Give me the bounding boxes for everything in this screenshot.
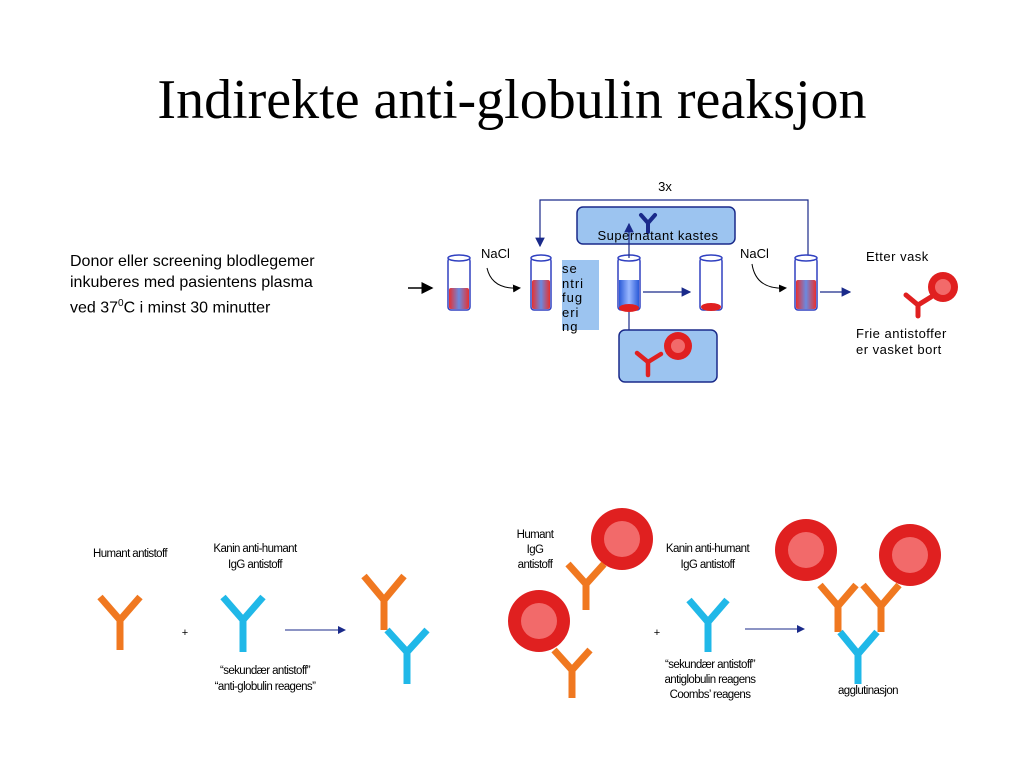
rabbit-antibody-line-2: IgG antistoff xyxy=(680,559,736,571)
centrifugation-panel xyxy=(562,260,599,330)
coombs-reagent-label: “sekundær antistoff” antiglobulin reagen… xyxy=(640,658,780,703)
free-antibodies-line-2: er vasket bort xyxy=(856,342,942,357)
coombs-line-2: antiglobulin reagens xyxy=(664,674,757,686)
antibody-icon xyxy=(639,213,657,234)
human-antibody-icon xyxy=(97,594,143,650)
coombs-line-1: “sekundær antistoff” xyxy=(664,659,756,671)
sensitized-red-cell-icon xyxy=(508,590,593,698)
rabbit-antibody-icon xyxy=(686,597,730,652)
human-igg-line-3: antistoff xyxy=(517,559,553,571)
agglutination-label: agglutinasjon xyxy=(838,685,899,697)
rabbit-antibody-label-2: Kanin anti-humant IgG antistoff xyxy=(645,541,770,573)
test-tube-5 xyxy=(794,254,818,311)
rabbit-antibody-label: Kanin anti-humant IgG antistoff xyxy=(190,541,320,573)
repeat-loop-arrow xyxy=(535,199,809,260)
centrifugation-label: se ntri fug eri ng xyxy=(562,261,598,335)
repeat-label: 3x xyxy=(658,179,672,194)
human-igg-line-1: Humant xyxy=(516,529,554,541)
after-wash-label: Etter vask xyxy=(866,249,929,264)
human-igg-label: Humant IgG antistoff xyxy=(500,528,570,573)
rabbit-antibody-line-1: Kanin anti-humant xyxy=(665,543,750,555)
sensitized-red-cell-icon xyxy=(565,508,653,610)
rabbit-antibody-line-1: Kanin anti-humant xyxy=(213,543,297,555)
nacl-label-1: NaCl xyxy=(481,246,510,261)
free-antibodies-line-1: Frie antistoffer xyxy=(856,326,947,341)
centrifugation-line-2: ntri xyxy=(562,275,585,291)
procedure-description: Donor eller screening blodlegemer inkube… xyxy=(70,251,390,318)
nacl-arrow-2 xyxy=(751,263,787,293)
rabbit-antibody-line-2: IgG antistoff xyxy=(228,559,283,571)
plus-sign-1: + xyxy=(182,627,188,639)
secondary-antibody-line-1: “sekundær antistoff” xyxy=(219,665,311,677)
slide-title: Indirekte anti-globulin reaksjon xyxy=(157,69,867,131)
description-line-1: Donor eller screening blodlegemer xyxy=(70,253,315,270)
centrifugation-line-1: se xyxy=(562,261,578,276)
nacl-arrow-1 xyxy=(486,267,521,293)
plus-sign-2: + xyxy=(654,627,660,639)
supernatant-panel xyxy=(576,206,736,245)
description-line-3: ved 370C i minst 30 minutter xyxy=(70,298,271,317)
secondary-antibody-label: “sekundær antistoff” “anti-globulin reag… xyxy=(190,663,340,695)
test-tube-4 xyxy=(699,254,723,311)
coated-red-cell-icon xyxy=(634,332,692,378)
agglutination-icon xyxy=(775,519,941,684)
test-tube-3 xyxy=(617,254,641,312)
description-line-2: inkuberes med pasientens plasma xyxy=(70,274,313,291)
test-tube-2 xyxy=(530,254,552,311)
centrifugation-line-3: fug xyxy=(562,290,584,305)
centrifugation-line-4: eri xyxy=(562,304,580,320)
red-cell-panel xyxy=(618,329,718,383)
rabbit-antibody-icon xyxy=(220,594,266,652)
human-antibody-label: Humant antistoff xyxy=(93,548,168,560)
test-tube-1 xyxy=(447,254,471,311)
supernatant-label: Supernatant kastes xyxy=(597,228,718,243)
centrifugation-line-5: ng xyxy=(562,319,579,334)
secondary-antibody-line-2: “anti-globulin reagens” xyxy=(214,681,316,693)
antibody-complex-icon xyxy=(361,573,430,684)
coated-red-cell-icon xyxy=(903,272,958,319)
human-igg-line-2: IgG xyxy=(526,544,544,556)
coombs-line-3: Coombs’ reagens xyxy=(669,689,751,701)
nacl-label-2: NaCl xyxy=(740,246,769,261)
